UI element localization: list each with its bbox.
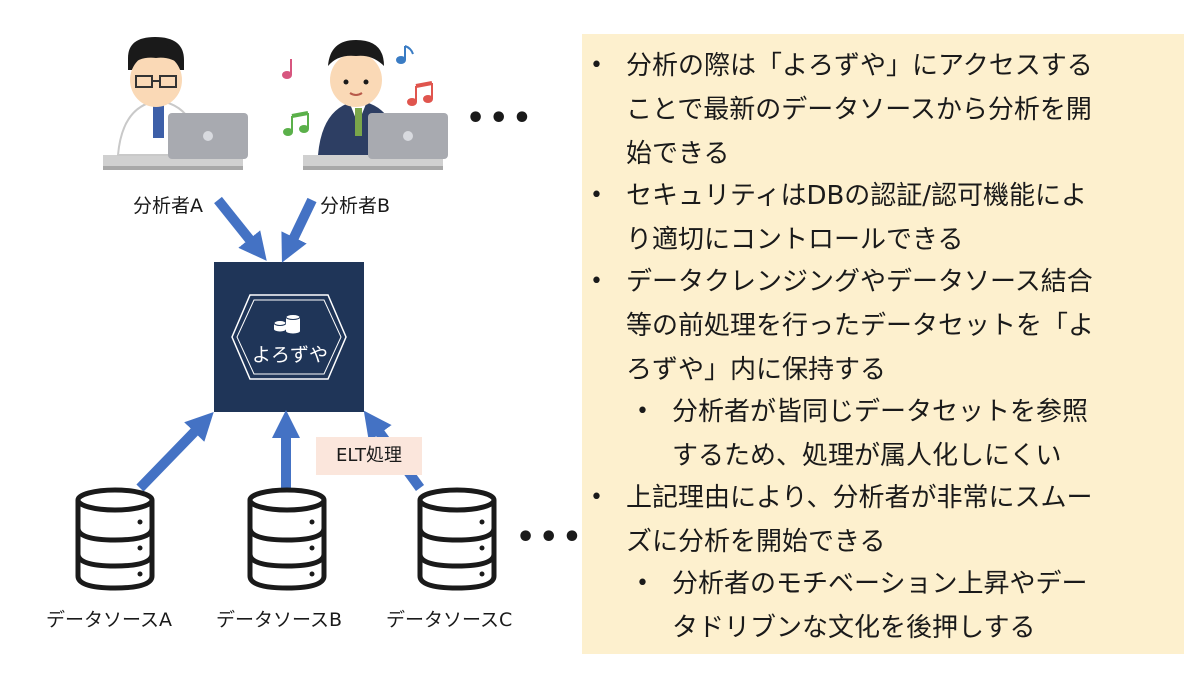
- bullet-line: セキュリティはDBの認証/認可機能によ: [626, 181, 1088, 211]
- bullet-item: • 分析の際は「よろずや」にアクセスする ことで最新のデータソースから分析を開 …: [590, 44, 1093, 176]
- bullet-line: データクレンジングやデータソース結合: [626, 267, 1093, 297]
- music-note-icons: [282, 45, 433, 136]
- bullet-dot-icon: •: [590, 269, 603, 294]
- bullet-dot-icon: •: [590, 485, 603, 510]
- bullet-dot-icon: •: [590, 183, 603, 208]
- database-b-icon: [247, 487, 327, 591]
- arrow-analyst-a-to-box: [214, 196, 267, 261]
- music-note-icon: [407, 81, 433, 106]
- bullet-line: タドリブンな文化を後押しする: [672, 613, 1036, 643]
- database-a-icon: [75, 487, 155, 591]
- coins-icon: [273, 314, 301, 334]
- elt-process-label: ELT処理: [316, 437, 422, 475]
- music-note-icon: [283, 111, 309, 136]
- bullet-dot-icon: •: [590, 53, 603, 78]
- bullet-line: 分析者のモチベーション上昇やデー: [672, 569, 1088, 599]
- database-c-icon: [417, 487, 497, 591]
- bullet-item: • データクレンジングやデータソース結合 等の前処理を行ったデータセットを「よ …: [590, 260, 1095, 392]
- bullet-line: 等の前処理を行ったデータセットを「よ: [626, 311, 1095, 341]
- yorozuya-box: [214, 262, 364, 412]
- bullet-line: 上記理由により、分析者が非常にスムー: [626, 483, 1093, 513]
- arrow-analyst-b-to-box: [281, 197, 317, 263]
- analyst-a-label: 分析者A: [133, 195, 203, 217]
- bullet-line: 始できる: [626, 139, 730, 169]
- bullet-dot-icon: •: [636, 571, 649, 596]
- source-b-label: データソースB: [216, 609, 343, 631]
- bullet-dot-icon: •: [636, 399, 649, 424]
- yorozuya-label: よろずや: [251, 344, 328, 366]
- bullet-item: • 上記理由により、分析者が非常にスムー ズに分析を開始できる: [590, 476, 1093, 564]
- music-note-icon: [282, 59, 292, 79]
- source-a-label: データソースA: [46, 609, 173, 631]
- bullet-line: 分析の際は「よろずや」にアクセスする: [626, 51, 1093, 81]
- bullet-line: ろずや」内に保持する: [626, 355, 887, 385]
- sub-bullet-item: • 分析者のモチベーション上昇やデー タドリブンな文化を後押しする: [636, 562, 1088, 650]
- bullet-line: ズに分析を開始できる: [626, 527, 886, 557]
- bullet-line: り適切にコントロールできる: [626, 225, 964, 255]
- sub-bullet-item: • 分析者が皆同じデータセットを参照 するため、処理が属人化しにくい: [636, 390, 1089, 478]
- arrow-source-a-to-box: [136, 411, 214, 492]
- description-panel: • 分析の際は「よろずや」にアクセスする ことで最新のデータソースから分析を開 …: [582, 34, 1184, 654]
- source-ellipsis: •••: [516, 520, 586, 555]
- bullet-line: するため、処理が属人化しにくい: [672, 441, 1062, 471]
- analyst-ellipsis: •••: [466, 101, 536, 136]
- analyst-a-illustration: [103, 37, 248, 170]
- analyst-b-illustration: [303, 40, 448, 170]
- analyst-b-label: 分析者B: [320, 195, 391, 217]
- bullet-line: 分析者が皆同じデータセットを参照: [672, 397, 1089, 427]
- source-c-label: データソースC: [386, 609, 513, 631]
- music-note-icon: [396, 45, 414, 64]
- bullet-item: • セキュリティはDBの認証/認可機能によ り適切にコントロールできる: [590, 174, 1088, 262]
- bullet-line: ことで最新のデータソースから分析を開: [626, 95, 1092, 125]
